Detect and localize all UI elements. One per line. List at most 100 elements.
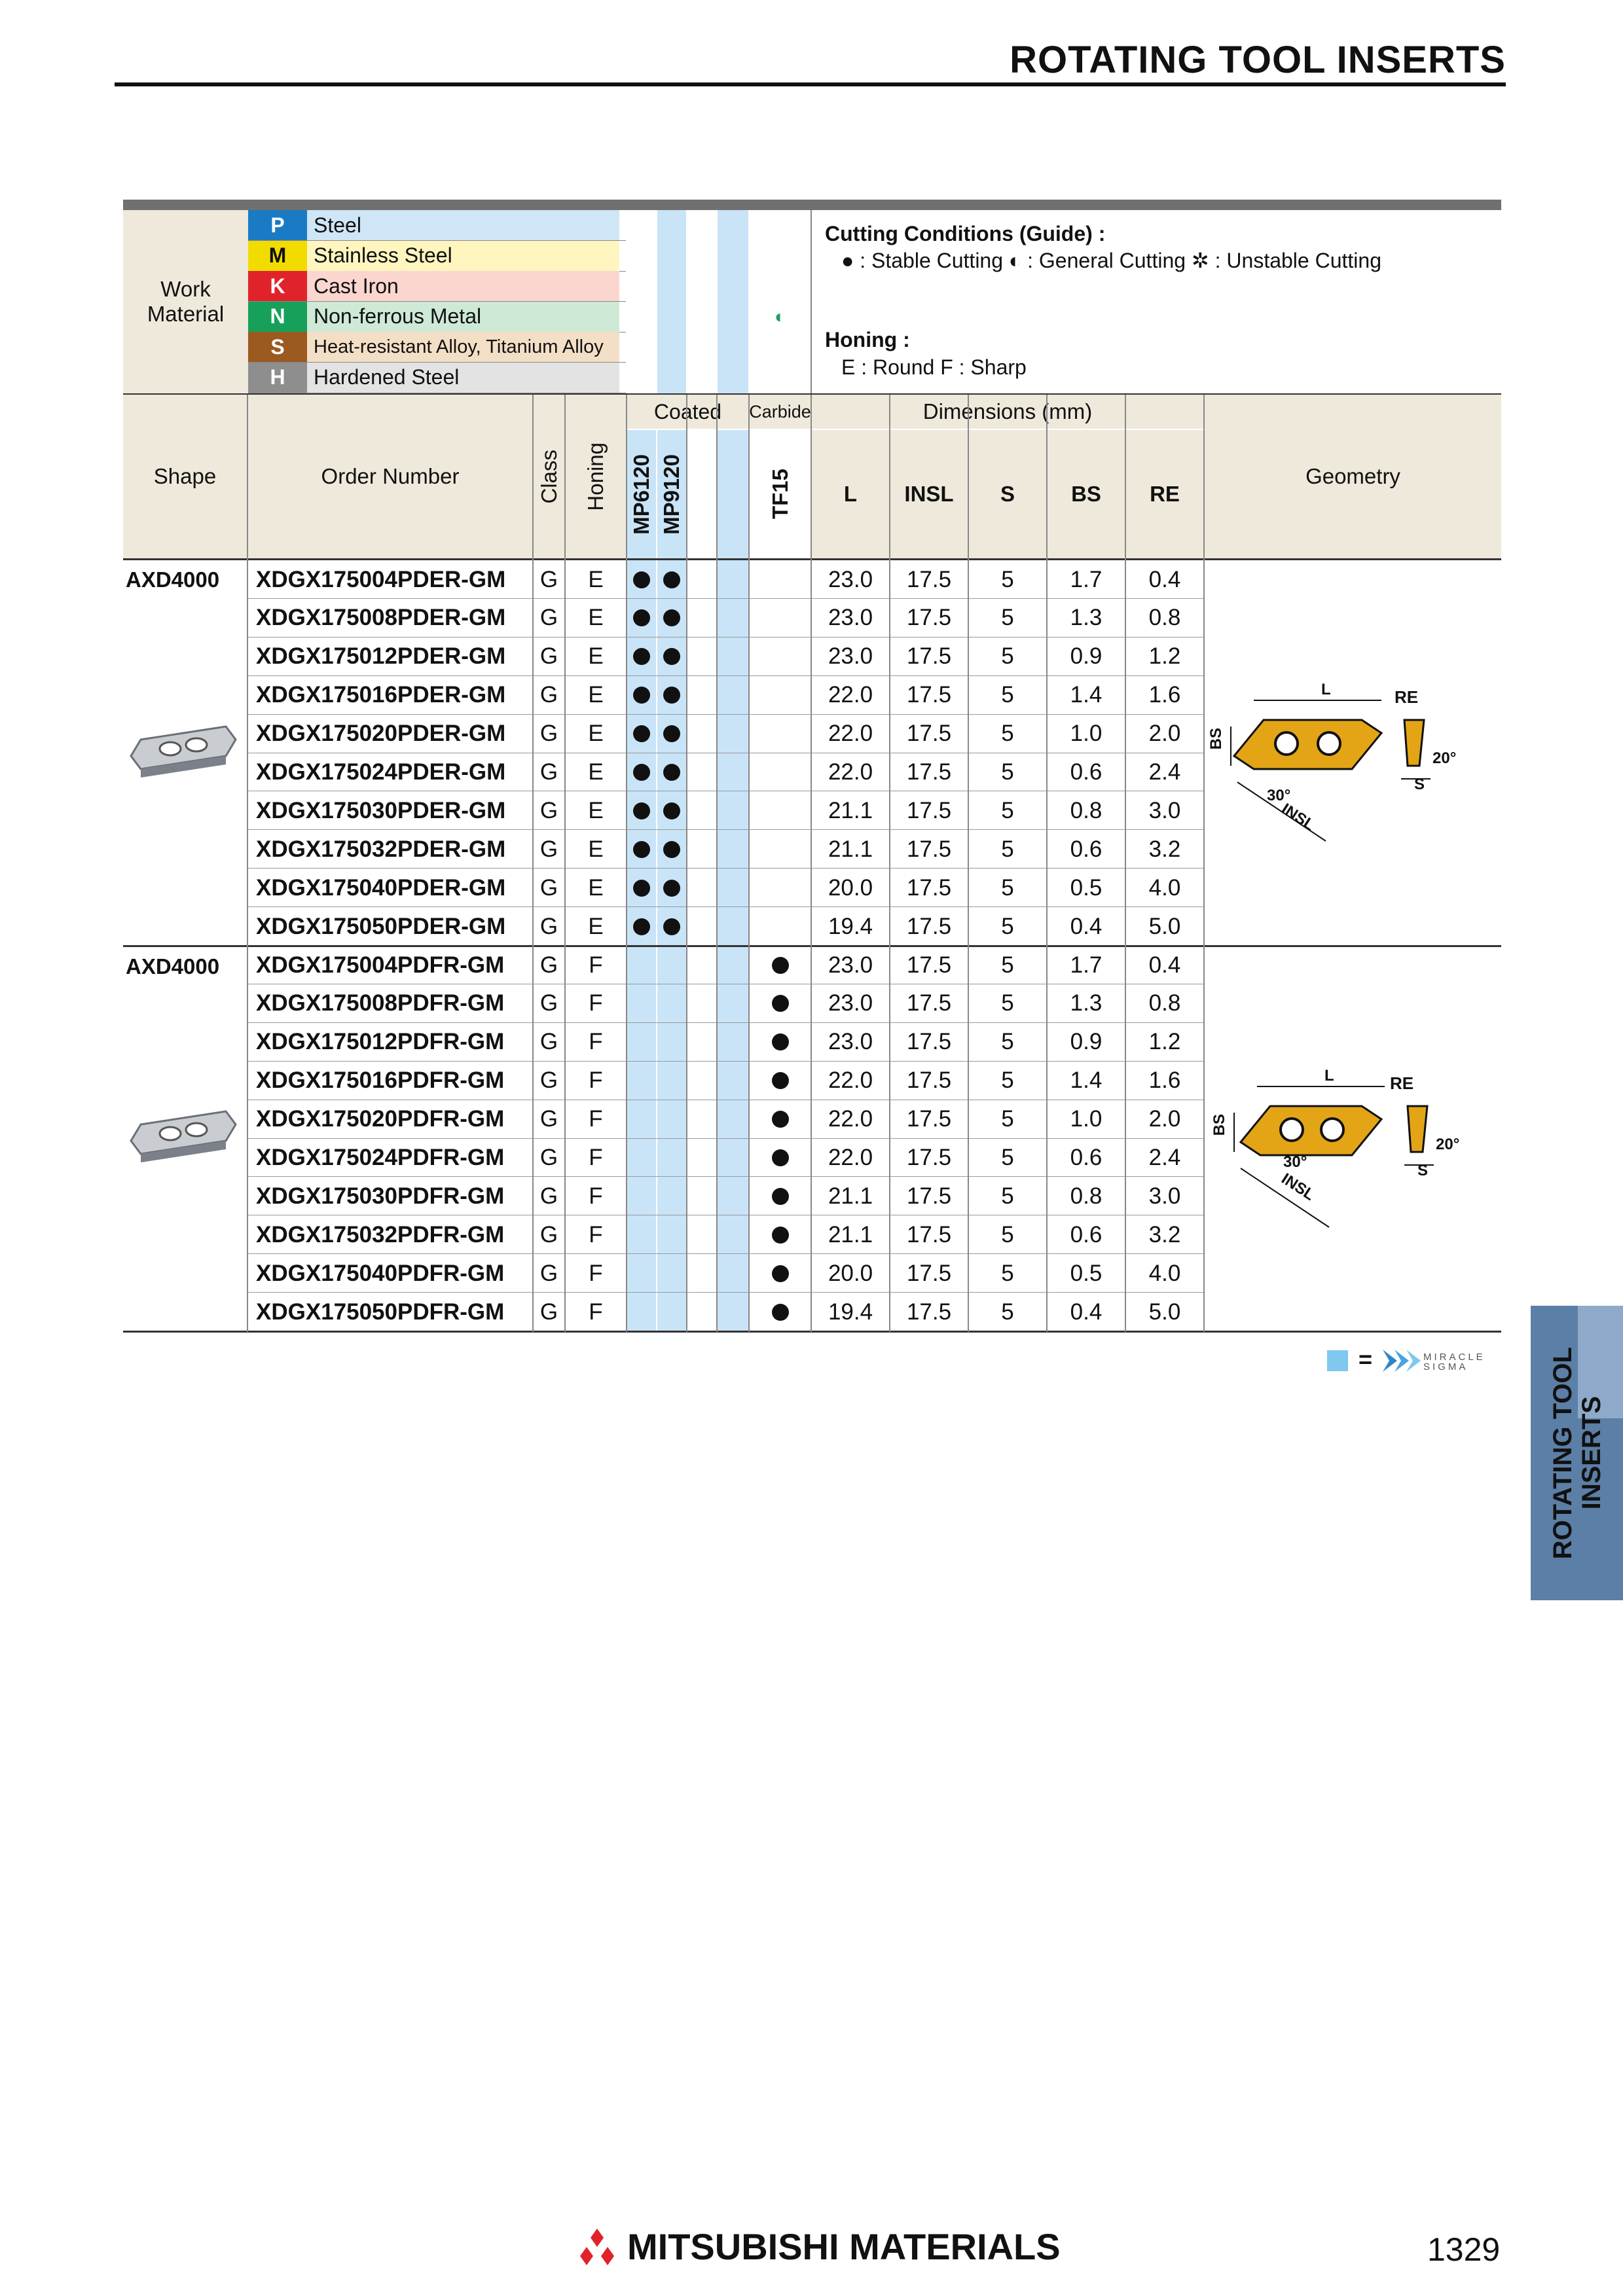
column-divider — [889, 395, 890, 1332]
cell-re: 0.4 — [1148, 952, 1181, 978]
mp9120-availability-cell — [657, 599, 686, 637]
shape-label-group-2: AXD4000 — [126, 954, 220, 978]
cell-l: 20.0 — [828, 1260, 873, 1286]
work-material-letter: N — [248, 301, 307, 332]
cell-s: 5 — [1001, 682, 1014, 708]
geo2-S-label: S — [1417, 1162, 1429, 1179]
work-material-bottom-rule — [123, 393, 1501, 395]
mp6120-availability-cell — [627, 753, 656, 792]
cell-s: 5 — [1001, 566, 1014, 592]
column-divider — [247, 395, 248, 1332]
miracle-sigma-text: MIRACLE SIGMA — [1423, 1352, 1486, 1372]
cell-class: G — [539, 1067, 558, 1094]
stock-dot-icon — [771, 1072, 789, 1090]
row-divider — [248, 713, 1205, 715]
cell-bs: 1.0 — [1070, 721, 1103, 747]
work-material-name: Cast Iron — [307, 271, 619, 301]
tf15-availability-cell — [750, 1293, 811, 1331]
order-number-cell: XDGX175004PDER-GM — [256, 566, 506, 592]
mp9120-header: MP9120 — [657, 430, 686, 558]
stock-dot-icon — [663, 802, 680, 819]
work-material-name: Non-ferrous Metal — [307, 301, 619, 332]
cell-re: 1.2 — [1148, 1029, 1181, 1055]
order-number-cell: XDGX175032PDFR-GM — [256, 1221, 505, 1247]
stock-dot-icon — [633, 840, 650, 858]
order-number-cell: XDGX175030PDER-GM — [256, 797, 506, 823]
cell-class: G — [539, 1260, 558, 1286]
cell-l: 22.0 — [828, 682, 873, 708]
stock-dot-icon — [633, 879, 650, 897]
cell-s: 5 — [1001, 759, 1014, 785]
general-cutting-icon: ◐ — [775, 306, 786, 327]
cell-honing: E — [588, 759, 604, 785]
cell-re: 2.0 — [1148, 721, 1181, 747]
order-number-cell: XDGX175020PDFR-GM — [256, 1106, 505, 1132]
stock-dot-icon — [633, 764, 650, 781]
coated-wm-band-3 — [687, 210, 716, 393]
cell-insl: 17.5 — [906, 643, 952, 670]
stock-dot-icon — [633, 648, 650, 666]
tf15-header: TF15 — [750, 430, 811, 558]
cell-insl: 17.5 — [906, 1260, 952, 1286]
cutting-conditions-legend: ● : Stable Cutting ◐ : General Cutting ✲… — [841, 249, 1381, 272]
cell-re: 2.0 — [1148, 1106, 1181, 1132]
cell-s: 5 — [1001, 1106, 1014, 1132]
cell-honing: E — [588, 913, 604, 939]
mp6120-availability-cell — [627, 715, 656, 753]
work-material-label: Work Material — [123, 210, 248, 393]
dim-S-header: S — [969, 430, 1046, 558]
cell-s: 5 — [1001, 913, 1014, 939]
cell-s: 5 — [1001, 952, 1014, 978]
cutting-conditions-title: Cutting Conditions (Guide) : — [825, 222, 1106, 245]
cell-class: G — [539, 1183, 558, 1209]
cell-l: 23.0 — [828, 1029, 873, 1055]
order-number-cell: XDGX175040PDFR-GM — [256, 1260, 505, 1286]
cell-l: 22.0 — [828, 721, 873, 747]
cell-l: 22.0 — [828, 1145, 873, 1170]
row-divider — [248, 1022, 1205, 1023]
order-number-header: Order Number — [248, 395, 532, 558]
order-number-cell: XDGX175008PDFR-GM — [256, 990, 505, 1016]
cell-insl: 17.5 — [906, 1299, 952, 1325]
cell-s: 5 — [1001, 797, 1014, 823]
column-divider — [811, 395, 812, 1332]
work-material-letter: M — [248, 240, 307, 271]
column-divider — [564, 395, 566, 1332]
dim-L-header: L — [812, 430, 889, 558]
cell-insl: 17.5 — [906, 721, 952, 747]
stock-dot-icon — [633, 802, 650, 819]
column-divider — [626, 395, 627, 1332]
cell-class: G — [539, 682, 558, 708]
cell-insl: 17.5 — [906, 1145, 952, 1170]
cell-s: 5 — [1001, 605, 1014, 631]
cell-re: 3.2 — [1148, 836, 1181, 862]
stock-dot-icon — [771, 995, 789, 1013]
mp6120-availability-cell — [627, 560, 656, 599]
stock-dot-icon — [663, 840, 680, 858]
stock-dot-icon — [663, 648, 680, 666]
cell-s: 5 — [1001, 836, 1014, 862]
geometry-drawing-group-1: L RE BS S 20° 30° INSL — [1207, 681, 1473, 851]
stock-dot-icon — [633, 609, 650, 627]
cell-bs: 0.4 — [1070, 1299, 1103, 1325]
cell-insl: 17.5 — [906, 566, 952, 592]
dim-BS-header: BS — [1048, 430, 1125, 558]
cell-bs: 0.6 — [1070, 759, 1103, 785]
stock-dot-icon — [771, 1033, 789, 1051]
mp6120-availability-cell — [627, 599, 656, 637]
carbide-header: Carbide — [749, 395, 811, 429]
tf15-availability-cell — [750, 1215, 811, 1254]
tf15-availability-cell — [750, 1139, 811, 1177]
geo-BS-label: BS — [1207, 728, 1225, 750]
cell-l: 21.1 — [828, 1183, 873, 1209]
class-header: Class — [534, 395, 564, 558]
geo2-30-label: 30° — [1283, 1153, 1307, 1171]
cell-class: G — [539, 1029, 558, 1055]
